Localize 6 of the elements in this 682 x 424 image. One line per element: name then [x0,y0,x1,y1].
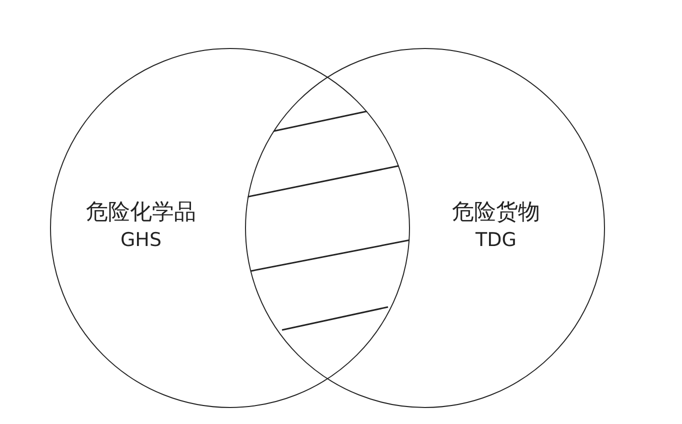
set-title: 危险化学品 [86,199,196,227]
set-abbreviation: TDG [476,229,516,251]
set-abbreviation: GHS [120,229,162,251]
set-circle [50,48,410,408]
set-circle [245,48,605,408]
set-title: 危险货物 [452,199,540,227]
